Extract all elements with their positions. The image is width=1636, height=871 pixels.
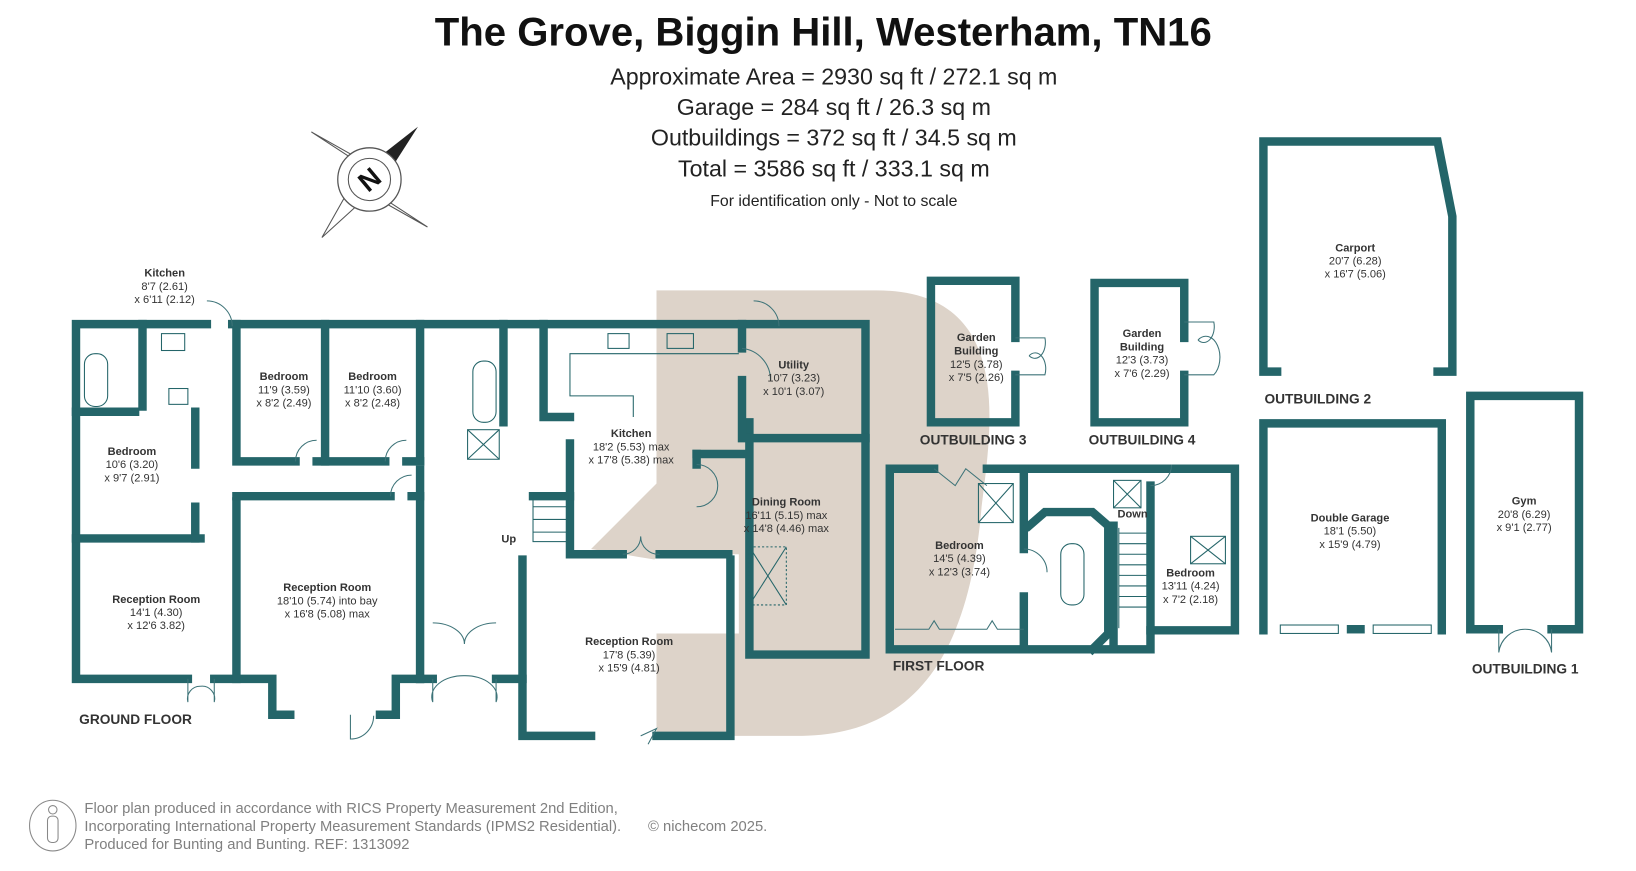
room-name: Bedroom <box>108 446 157 458</box>
room-dimensions: 10'7 (3.23) <box>767 373 820 385</box>
outbuilding-4-label: OUTBUILDING 4 <box>1089 432 1196 447</box>
room-name: Bedroom <box>260 371 309 383</box>
room-name: Gym <box>1512 496 1537 508</box>
area-line: Approximate Area = 2930 sq ft / 272.1 sq… <box>610 63 1057 89</box>
room-name: Building <box>1120 342 1165 354</box>
room-dimensions: 13'11 (4.24) <box>1162 581 1220 593</box>
room-dimensions: 17'8 (5.39) <box>603 649 656 661</box>
room-dimensions: 18'1 (5.50) <box>1324 526 1377 538</box>
outbuilding-walls <box>926 137 1584 653</box>
disclaimer-note: For identification only - Not to scale <box>710 193 957 210</box>
room-dimensions: x 14'8 (4.46) max <box>744 523 830 535</box>
room-dimensions: x 16'7 (5.06) <box>1325 269 1386 281</box>
room-dimensions: x 12'6 3.82) <box>127 620 185 632</box>
room-name: Bedroom <box>1166 567 1215 579</box>
room-dimensions: 16'11 (5.15) max <box>745 510 827 522</box>
room-name: Garden <box>1123 328 1162 340</box>
room-dimensions: x 16'8 (5.08) max <box>285 609 371 621</box>
footer-line: Floor plan produced in accordance with R… <box>84 801 617 817</box>
room-dimensions: x 7'2 (2.18) <box>1163 594 1218 606</box>
person-scale-icon <box>29 799 77 852</box>
room-name: Double Garage <box>1311 513 1390 525</box>
room-name: Dining Room <box>752 497 821 509</box>
room-name: Utility <box>778 359 810 371</box>
room-name: Kitchen <box>611 428 652 440</box>
outbuilding-2-label: OUTBUILDING 2 <box>1264 391 1371 406</box>
room-dimensions: x 12'3 (3.74) <box>929 566 990 578</box>
room-dimensions: 20'7 (6.28) <box>1329 255 1382 267</box>
room-name: Building <box>954 346 999 358</box>
ground-floor-fixtures <box>83 300 787 745</box>
room-dimensions: x 7'5 (2.26) <box>949 372 1004 384</box>
stairs-down-label: Down <box>1117 508 1147 520</box>
footer-line: Incorporating International Property Mea… <box>84 819 621 835</box>
compass-icon: N <box>311 126 428 238</box>
room-dimensions: x 17'8 (5.38) max <box>589 454 675 466</box>
copyright-text: © nichecom 2025. <box>648 819 767 835</box>
ground-floor-walls <box>71 319 870 741</box>
first-floor-label: FIRST FLOOR <box>893 658 985 673</box>
ground-floor-label: GROUND FLOOR <box>79 712 192 727</box>
room-name: Reception Room <box>585 636 673 648</box>
room-dimensions: 18'2 (5.53) max <box>593 441 670 453</box>
room-dimensions: 20'8 (6.29) <box>1498 509 1551 521</box>
room-name: Reception Room <box>283 582 371 594</box>
outbuilding-3-label: OUTBUILDING 3 <box>920 432 1027 447</box>
room-name: Garden <box>957 332 996 344</box>
room-dimensions: x 8'2 (2.49) <box>256 397 311 409</box>
room-name: Reception Room <box>112 594 200 606</box>
room-dimensions: 11'9 (3.59) <box>258 384 310 396</box>
room-dimensions: x 8'2 (2.48) <box>345 397 400 409</box>
room-dimensions: x 6'11 (2.12) <box>134 294 194 306</box>
first-floor-walls <box>885 464 1240 656</box>
area-line: Total = 3586 sq ft / 333.1 sq m <box>678 155 990 181</box>
room-dimensions: x 15'9 (4.79) <box>1319 539 1380 551</box>
room-dimensions: 18'10 (5.74) into bay <box>277 595 378 607</box>
area-line: Outbuildings = 372 sq ft / 34.5 sq m <box>651 125 1017 151</box>
stairs-up-label: Up <box>501 534 516 546</box>
room-name: Bedroom <box>348 371 397 383</box>
room-dimensions: x 7'6 (2.29) <box>1114 368 1169 380</box>
room-dimensions: x 9'1 (2.77) <box>1497 522 1552 534</box>
room-name: Kitchen <box>144 268 185 280</box>
room-dimensions: 8'7 (2.61) <box>141 281 187 293</box>
page-title: The Grove, Biggin Hill, Westerham, TN16 <box>435 10 1212 54</box>
outbuilding-1-label: OUTBUILDING 1 <box>1472 662 1579 677</box>
room-dimensions: x 15'9 (4.81) <box>598 662 659 674</box>
first-floor-fixtures <box>895 464 1226 630</box>
footer-line: Produced for Bunting and Bunting. REF: 1… <box>84 837 409 853</box>
room-dimensions: 14'1 (4.30) <box>130 607 183 619</box>
room-dimensions: x 10'1 (3.07) <box>763 386 824 398</box>
room-name: Bedroom <box>935 540 984 552</box>
room-dimensions: 10'6 (3.20) <box>106 459 159 471</box>
room-dimensions: 11'10 (3.60) <box>344 384 402 396</box>
room-dimensions: 12'5 (3.78) <box>950 359 1003 371</box>
area-line: Garage = 284 sq ft / 26.3 sq m <box>677 94 991 120</box>
room-dimensions: x 9'7 (2.91) <box>104 472 159 484</box>
room-name: Carport <box>1335 242 1375 254</box>
room-dimensions: 12'3 (3.73) <box>1116 355 1169 367</box>
room-dimensions: 14'5 (4.39) <box>933 553 986 565</box>
